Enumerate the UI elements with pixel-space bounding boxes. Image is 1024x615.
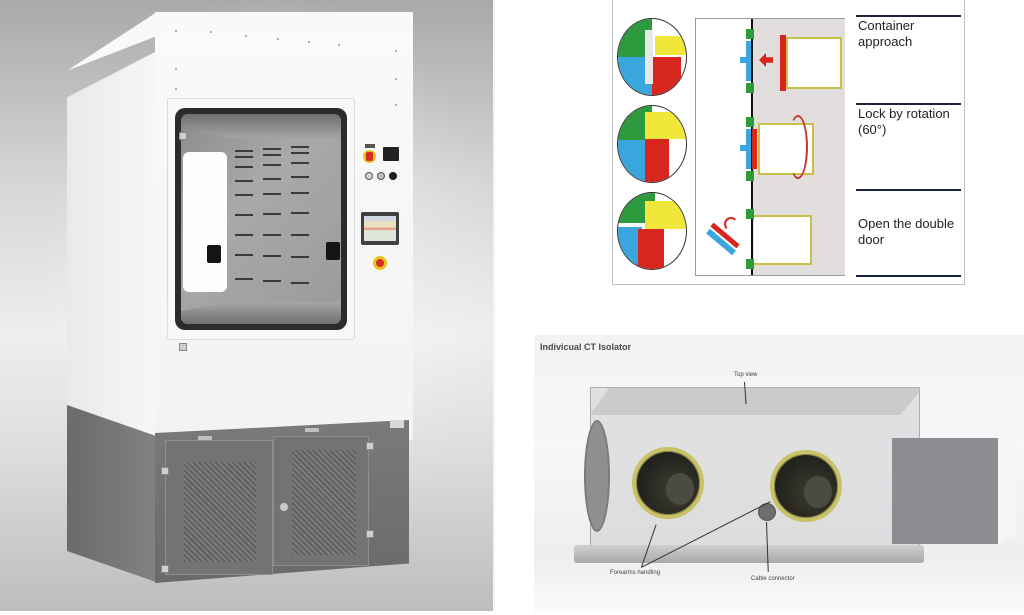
temperature-controller xyxy=(383,147,399,161)
photo-border xyxy=(493,0,495,611)
chamber-ceiling xyxy=(181,114,341,138)
hmi-screen xyxy=(364,216,396,241)
separator xyxy=(856,15,961,17)
label-plate xyxy=(365,144,375,148)
rivet xyxy=(395,50,397,52)
isolator-render: Indivicual CT Isolator Top view Forearms… xyxy=(534,335,1024,613)
schematic-panel xyxy=(695,18,845,276)
perforated-back-panel xyxy=(227,136,337,306)
forearm-port-left xyxy=(632,447,704,519)
separator xyxy=(856,103,961,105)
window-hinge xyxy=(179,132,187,140)
separator xyxy=(856,275,961,277)
glove-port-left xyxy=(207,245,221,263)
chamber-floor xyxy=(181,302,341,324)
open-arrow-icon xyxy=(724,217,738,231)
isolator-cabinet-photo xyxy=(0,0,495,611)
step-labels: Container approach Lock by rotation (60°… xyxy=(856,0,966,285)
step-label-line: Open the double xyxy=(858,216,955,231)
step-label-line: (60°) xyxy=(858,122,887,137)
door-hinge xyxy=(366,442,374,450)
rivet xyxy=(338,44,340,46)
separator xyxy=(856,189,961,191)
rivet xyxy=(277,38,279,40)
emergency-stop-button[interactable] xyxy=(373,256,387,270)
rivet xyxy=(175,30,177,32)
base-tray xyxy=(574,545,924,563)
rivet xyxy=(395,104,397,106)
window-hinge xyxy=(179,343,187,351)
chamber-interior xyxy=(181,114,341,324)
detail-circle-lock xyxy=(617,105,687,183)
side-box-face xyxy=(998,430,1016,544)
door-hinge xyxy=(161,467,169,475)
render-title: Indivicual CT Isolator xyxy=(540,342,632,352)
indicator-light-icon xyxy=(377,172,385,180)
viewing-window xyxy=(175,108,347,330)
rivet xyxy=(308,41,310,43)
base-side-panel xyxy=(67,405,159,583)
rivet xyxy=(175,68,177,70)
rivet xyxy=(245,35,247,37)
rating-plate xyxy=(390,420,404,428)
cabinet-side-panel xyxy=(67,50,159,445)
selector-switch-icon[interactable] xyxy=(389,172,397,180)
annotation-cable: Cable connector xyxy=(751,576,795,582)
step-label-line: Container xyxy=(858,18,915,33)
indicator-light-icon xyxy=(365,172,373,180)
vent-mesh-left xyxy=(184,462,256,562)
glove-port-right xyxy=(326,242,340,260)
annotation-forearms: Forearms handling xyxy=(610,570,661,576)
forearm-port-right xyxy=(770,450,842,522)
rivet xyxy=(175,88,177,90)
detail-circle-open xyxy=(617,192,687,270)
detail-circle-approach xyxy=(617,18,687,96)
rivet xyxy=(395,78,397,80)
transfer-door xyxy=(584,420,610,532)
enclosure-top xyxy=(590,387,920,415)
vent-mesh-right xyxy=(292,450,356,555)
hmi-touchscreen[interactable] xyxy=(361,212,399,245)
rotation-arrow-icon xyxy=(788,115,808,179)
step-label-line: approach xyxy=(858,34,913,49)
door-latch xyxy=(305,428,319,432)
door-latch xyxy=(198,436,212,440)
door-hinge xyxy=(161,565,169,573)
step-label-approach: Container approach xyxy=(858,18,914,50)
side-opening xyxy=(183,152,227,292)
side-box xyxy=(892,438,998,544)
door-knob[interactable] xyxy=(279,502,289,512)
step-label-line: door xyxy=(858,232,885,247)
step-label-open: Open the double door xyxy=(858,216,954,248)
rivet xyxy=(210,31,212,33)
annotation-top-view: Top view xyxy=(734,372,758,378)
door-hinge xyxy=(366,530,374,538)
main-switch-icon[interactable] xyxy=(363,150,376,163)
step-label-lock: Lock by rotation (60°) xyxy=(858,106,950,138)
step-label-line: Lock by rotation xyxy=(858,106,950,121)
docking-sequence-diagram: Container approach Lock by rotation (60°… xyxy=(612,0,965,285)
